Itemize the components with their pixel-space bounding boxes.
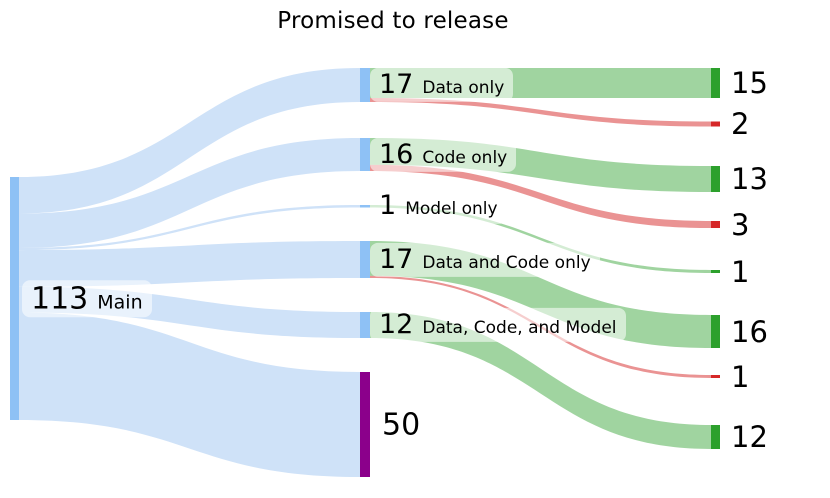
flow-model_only-to-released_1 <box>370 205 711 273</box>
node-data_code_model <box>360 312 370 338</box>
node-code_only <box>360 138 370 171</box>
node-data_only <box>360 68 370 102</box>
node-released_1 <box>711 270 720 273</box>
flow-data_only-to-unreleased_2 <box>370 98 711 127</box>
flow-main-to-not_promised_50 <box>19 312 360 477</box>
node-released_13 <box>711 166 720 192</box>
flow-main-to-model_only <box>19 205 360 251</box>
node-released_16 <box>711 315 720 348</box>
node-released_12 <box>711 425 720 449</box>
node-unreleased_2 <box>711 121 720 127</box>
node-main <box>10 177 19 420</box>
node-released_15 <box>711 68 720 98</box>
flow-data_only-to-released_15 <box>370 68 711 98</box>
flow-main-to-data_code_only <box>19 241 360 287</box>
flow-main-to-code_only <box>19 138 360 248</box>
node-unreleased_3 <box>711 221 720 228</box>
chart-title: Promised to release <box>277 8 509 34</box>
flow-data_code_model-to-released_12 <box>370 312 711 449</box>
node-model_only <box>360 205 370 208</box>
flow-main-to-data_only <box>19 68 360 214</box>
node-unreleased_1 <box>711 375 720 378</box>
node-data_code_only <box>360 241 370 278</box>
node-not_promised_50 <box>360 372 370 477</box>
flow-code_only-to-unreleased_3 <box>370 164 711 228</box>
flow-code_only-to-released_13 <box>370 138 711 192</box>
